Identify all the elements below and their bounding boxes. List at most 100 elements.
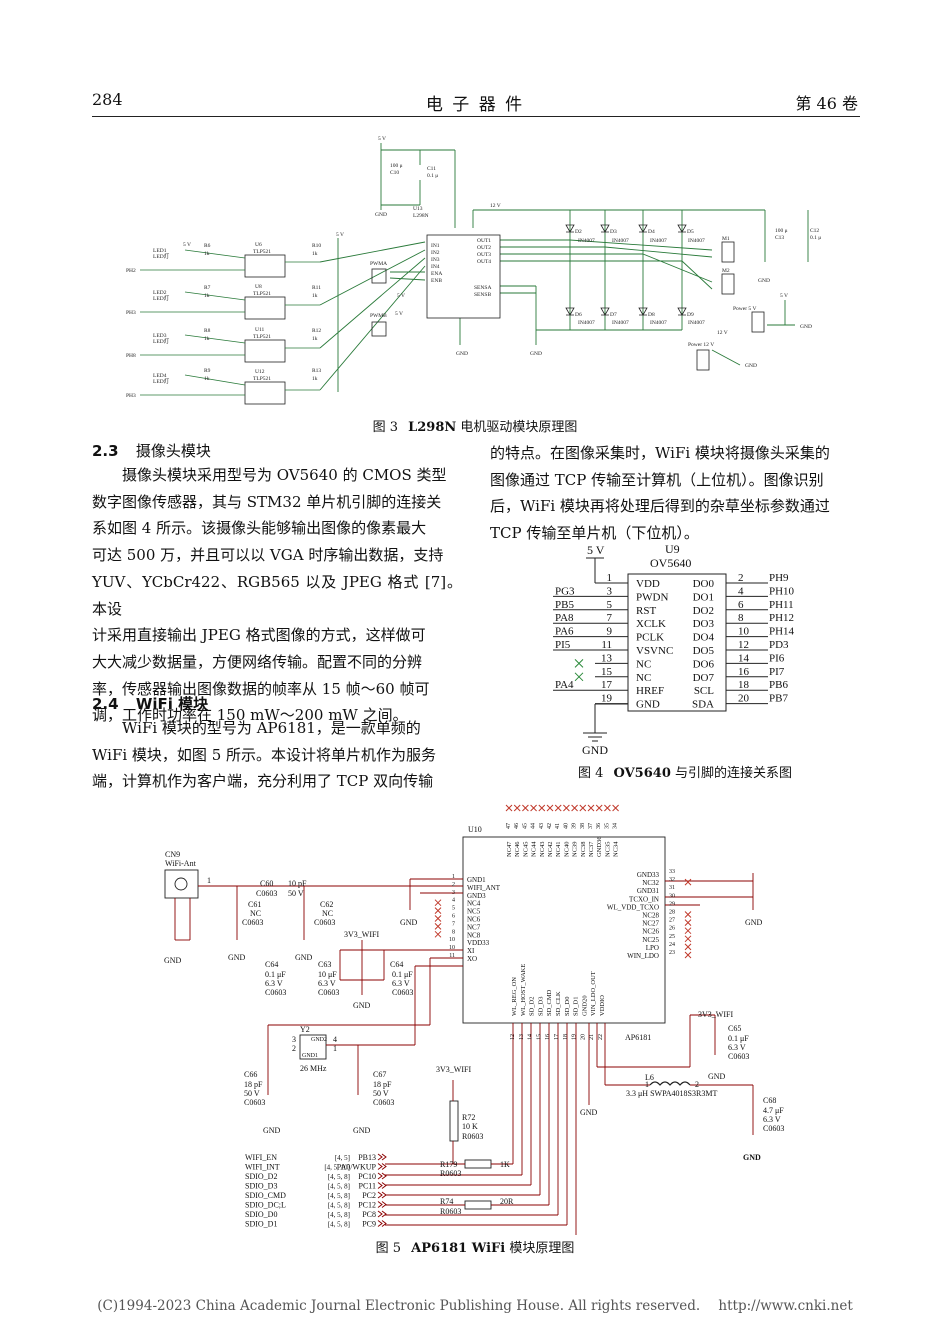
port-arrow: [377, 1220, 387, 1227]
svg-text:WiFi-Ant: WiFi-Ant: [165, 859, 197, 868]
nc-mark: [684, 911, 692, 918]
port-label: PC8: [362, 1210, 376, 1219]
svg-text:GND: GND: [295, 953, 313, 962]
svg-text:5 V: 5 V: [780, 293, 788, 299]
pin-number: 13: [519, 1034, 525, 1040]
pin-name: NC40: [563, 841, 570, 857]
svg-text:R11: R11: [312, 285, 321, 291]
net-name: SDIO_D3: [245, 1182, 277, 1191]
pin-number: 7: [607, 612, 613, 624]
svg-text:U11: U11: [255, 327, 265, 333]
pin-name: GND: [636, 699, 660, 711]
nc-mark: [595, 804, 603, 812]
net-label: PH12: [769, 612, 794, 624]
svg-text:5 V: 5 V: [587, 543, 605, 557]
pin-number: 16: [545, 1034, 551, 1040]
svg-text:100 μ: 100 μ: [390, 163, 403, 169]
svg-text:GND: GND: [375, 212, 387, 218]
pin-name: NC4: [467, 900, 481, 908]
pin-number: 35: [604, 823, 610, 829]
nc-mark: [684, 943, 692, 951]
nc-mark: [522, 804, 529, 812]
nc-mark: [434, 899, 442, 907]
svg-text:R13: R13: [312, 368, 321, 374]
pin-number: 15: [536, 1034, 542, 1040]
figure5-caption: 图 5 AP6181 WiFi 模块原理图: [375, 1241, 575, 1256]
nc-mark: [574, 672, 584, 682]
svg-text:0.1 μF: 0.1 μF: [728, 1034, 749, 1043]
nc-mark: [574, 659, 584, 668]
pin-number: 30: [669, 893, 675, 899]
svg-text:R0603: R0603: [440, 1169, 461, 1178]
svg-text:U6: U6: [255, 242, 262, 248]
pin-number: 7: [452, 921, 455, 927]
nc-mark: [684, 919, 692, 926]
svg-text:IN4007: IN4007: [688, 320, 705, 326]
nc-mark: [530, 804, 537, 812]
svg-text:5 V: 5 V: [336, 232, 344, 238]
svg-text:TLP521: TLP521: [253, 291, 271, 297]
svg-text:0.1 μF: 0.1 μF: [265, 970, 286, 979]
pin-number: 29: [669, 901, 675, 907]
svg-text:C11: C11: [427, 166, 436, 172]
pin-name: XI: [467, 947, 475, 955]
pin-number: 37: [588, 823, 594, 829]
svg-text:IN4007: IN4007: [612, 238, 629, 244]
pin-name: PWDN: [636, 591, 668, 603]
svg-text:GND: GND: [580, 1108, 598, 1117]
svg-text:5 V: 5 V: [183, 242, 191, 248]
net-name: WIFI_EN: [245, 1153, 277, 1162]
svg-text:LED灯: LED灯: [153, 294, 170, 302]
svg-text:GND: GND: [353, 1001, 371, 1010]
svg-text:10 μF: 10 μF: [318, 970, 337, 979]
svg-text:3V3_WIFI: 3V3_WIFI: [436, 1065, 471, 1074]
pin-name: NC41: [555, 841, 562, 857]
svg-text:Power 12 V: Power 12 V: [688, 342, 714, 348]
svg-text:C66: C66: [244, 1070, 257, 1079]
pin-number: 28: [669, 910, 675, 916]
pin-name: NC37: [588, 841, 595, 857]
svg-text:R74: R74: [440, 1197, 453, 1206]
nc-mark: [434, 930, 442, 938]
net-label: PH9: [769, 572, 789, 584]
svg-text:LED灯: LED灯: [153, 337, 170, 345]
pin-number: 3: [607, 585, 613, 597]
svg-text:12 V: 12 V: [717, 330, 728, 336]
svg-text:50 V: 50 V: [244, 1089, 260, 1098]
pin-number: 40: [563, 823, 569, 829]
pin-number: 18: [563, 1034, 569, 1040]
pin-number: 13: [601, 652, 613, 664]
svg-text:R10: R10: [312, 243, 321, 249]
svg-text:C0603: C0603: [256, 889, 277, 898]
pin-name: SD_CLK: [555, 991, 562, 1016]
pin-number: 31: [669, 885, 675, 891]
pin-number: 5: [452, 906, 455, 912]
pin-number: 42: [547, 823, 553, 829]
figure3-caption: 图 3 L298N 电机驱动模块原理图: [372, 420, 578, 435]
svg-text:IN4007: IN4007: [650, 320, 667, 326]
svg-text:IN1: IN1: [431, 243, 440, 249]
svg-text:ENB: ENB: [431, 278, 442, 284]
pin-name: SDA: [692, 699, 714, 711]
svg-text:6.3 V: 6.3 V: [763, 1115, 781, 1124]
pin-number: 39: [572, 823, 578, 829]
svg-text:5 V: 5 V: [378, 136, 386, 142]
pin-name: GND36: [596, 836, 603, 857]
net-ref: [4, 5, 8]: [328, 1202, 350, 1210]
port-label: PC11: [359, 1182, 377, 1191]
svg-text:TLP521: TLP521: [253, 249, 271, 255]
pin-number: 14: [528, 1034, 534, 1040]
net-label: PB6: [769, 679, 788, 691]
section-2-4-body: WiFi 模块的型号为 AP6181，是一款单频的 WiFi 模块，如图 5 所…: [92, 719, 437, 791]
pin-number: 36: [596, 823, 602, 829]
svg-text:PH2: PH2: [126, 268, 136, 274]
pin-number: 46: [514, 823, 520, 829]
pin-number: 11: [449, 953, 455, 959]
svg-text:GND: GND: [582, 743, 608, 757]
pin-name: DO3: [693, 618, 715, 630]
pin-number: 14: [738, 652, 750, 664]
svg-text:0.1 μF: 0.1 μF: [392, 970, 413, 979]
svg-text:1: 1: [207, 876, 211, 885]
pin-name: NC28: [642, 912, 659, 920]
net-name: SDIO_DC;L: [245, 1201, 286, 1210]
